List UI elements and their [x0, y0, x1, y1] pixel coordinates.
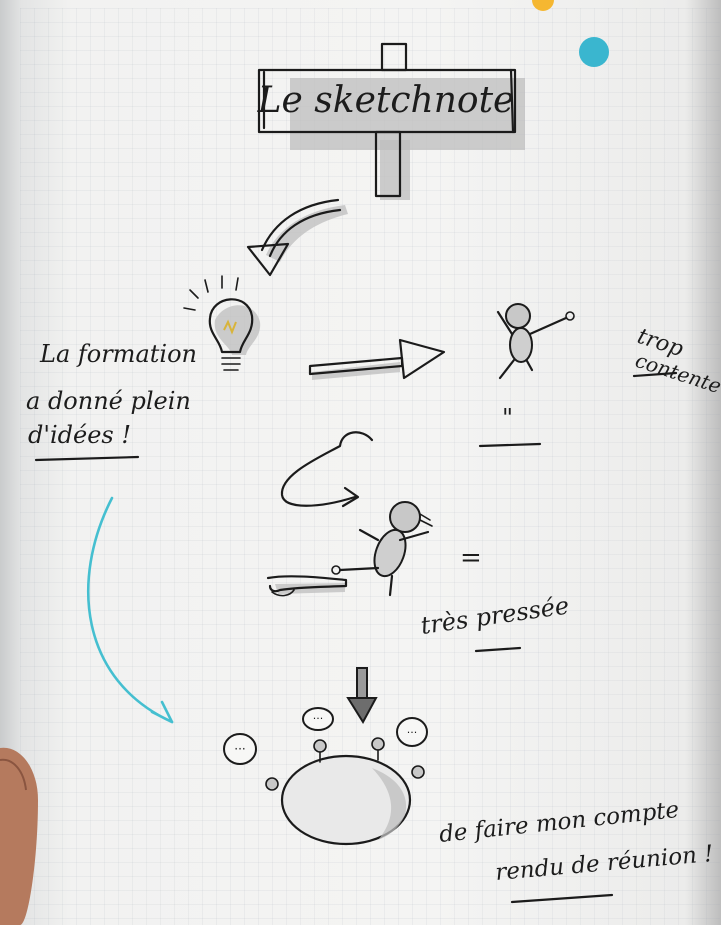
- arrow-icon: [280, 431, 374, 508]
- yellow-dot: [532, 0, 554, 11]
- signpost-icon: [257, 42, 525, 200]
- svg-text:···: ···: [407, 726, 418, 739]
- teal-dot: [579, 37, 609, 67]
- ditto-mark: ": [502, 404, 513, 432]
- left-note-line-1: La formation: [39, 340, 197, 368]
- arrow-icon: [87, 496, 174, 724]
- stick-figure-running-icon: [331, 501, 433, 597]
- left-note-line-3: d'idées !: [28, 421, 131, 449]
- thumb-shape: [0, 747, 38, 925]
- speech-bubble-icon: ···: [223, 733, 257, 765]
- meeting-table-icon: ··· ··· ···: [223, 707, 428, 846]
- speed-lines-icon: [266, 575, 348, 597]
- left-note-line-2: a donné plein: [26, 387, 191, 415]
- speech-bubble-icon: ···: [302, 707, 334, 731]
- svg-text:···: ···: [234, 742, 245, 756]
- middle-note: très pressée: [419, 591, 571, 640]
- bottom-note-line-2: rendu de réunion !: [494, 841, 714, 886]
- arrow-icon: [246, 198, 348, 277]
- stick-figure-happy-icon: [496, 303, 575, 380]
- thumb-nail-edge: [0, 758, 27, 791]
- equals-sign: =: [460, 543, 482, 573]
- lightbulb-icon: [183, 275, 261, 371]
- svg-text:···: ···: [313, 712, 324, 725]
- arrow-icon: [308, 338, 446, 380]
- bottom-note-line-1: de faire mon compte: [438, 797, 680, 848]
- sketchnote-title: Le sketchnote: [257, 80, 515, 121]
- arrow-icon: [346, 667, 378, 724]
- speech-bubble-icon: ···: [396, 717, 428, 747]
